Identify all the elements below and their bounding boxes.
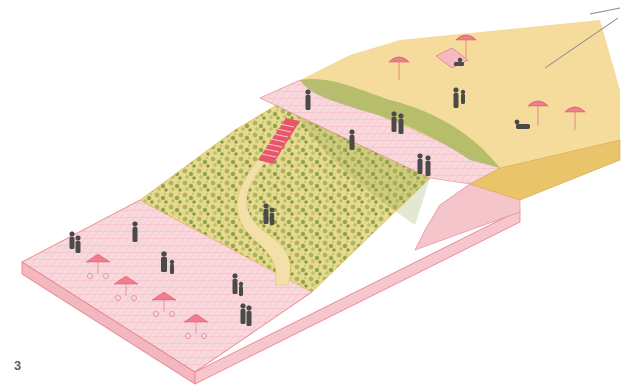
person-silhouette-icon bbox=[305, 89, 310, 110]
person-silhouette-icon bbox=[246, 305, 251, 326]
person-silhouette-icon bbox=[132, 221, 137, 242]
person-silhouette-icon bbox=[417, 153, 422, 174]
person-silhouette-icon bbox=[349, 129, 354, 150]
person-silhouette-icon bbox=[239, 282, 243, 296]
person-silhouette-icon bbox=[75, 235, 80, 253]
figure-number: 3 bbox=[14, 358, 21, 373]
person-silhouette-icon bbox=[398, 113, 403, 134]
leader-line-tick bbox=[590, 8, 620, 14]
person-silhouette-icon bbox=[232, 273, 237, 294]
person-silhouette-icon bbox=[453, 87, 458, 108]
person-silhouette-icon bbox=[170, 260, 174, 274]
person-silhouette-icon bbox=[69, 231, 74, 249]
person-silhouette-icon bbox=[240, 303, 245, 324]
person-silhouette-icon bbox=[161, 251, 167, 272]
person-silhouette-icon bbox=[391, 111, 396, 132]
person-silhouette-icon bbox=[263, 203, 268, 224]
person-silhouette-icon bbox=[461, 90, 465, 104]
person-silhouette-icon bbox=[425, 155, 430, 176]
person-silhouette-icon bbox=[270, 208, 275, 225]
